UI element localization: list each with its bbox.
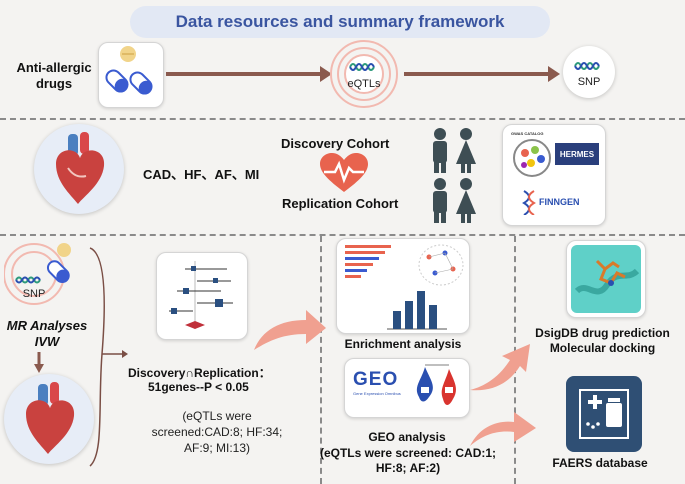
overlap-line-1: Discovery∩Replication： <box>128 366 271 380</box>
docking-card <box>566 240 646 318</box>
gwas-catalog-logo-label: GWAS CATALOG <box>511 131 544 136</box>
finngen-dna-icon <box>522 190 536 215</box>
snp-drug-node: SNP <box>3 240 80 306</box>
anti-allergic-drugs-label: Anti-allergic drugs <box>16 60 92 91</box>
heart-organ-icon <box>56 132 105 204</box>
eqtl-node: eQTLs <box>330 40 398 108</box>
dsigdb-line-1: DsigDB drug prediction <box>535 326 670 340</box>
target-rings-icon <box>330 40 398 108</box>
geo-logo-subtitle: Gene Expression Omnibus <box>353 391 401 396</box>
geo-analysis-note: (eQTLs were screened: CAD:1; HF:8; AF:2) <box>319 446 497 475</box>
enrichment-charts <box>345 244 464 330</box>
mr-analyses-label: MR Analyses IVW <box>2 318 92 350</box>
curved-arrow-to-enrichment <box>254 310 326 350</box>
heart-organ-node-2 <box>4 374 94 464</box>
heart-organ-node <box>34 124 124 214</box>
curved-arrow-to-faers <box>470 412 536 446</box>
hermes-logo: HERMES <box>555 143 599 165</box>
snp-label: SNP <box>577 76 601 88</box>
eqtl-screen-note: (eQTLs were screened:CAD:8; HF:34; AF:9;… <box>151 409 283 455</box>
mr-analyses-title: MR Analyses <box>6 318 88 333</box>
overlap-line-2: 51genes--P < 0.05 <box>148 380 249 394</box>
data-sources-card: GWAS CATALOG HERMES FINNGEN <box>502 124 606 226</box>
geo-analysis-title: GEO analysis <box>368 430 446 444</box>
column-divider-1 <box>320 236 322 484</box>
population-icon <box>433 128 476 223</box>
drug-card <box>98 42 164 108</box>
forest-plot-chart <box>169 261 233 329</box>
eqtl-label: eQTLs <box>347 78 381 90</box>
snp-drug-icon <box>3 243 71 305</box>
dsigdb-line-2: Molecular docking <box>549 341 656 355</box>
gwas-catalog-icon <box>513 139 551 177</box>
capsule-icon <box>105 46 153 95</box>
disease-list: CAD、HF、AF、MI <box>143 167 260 182</box>
geo-card: GEO Gene Expression Omnibus <box>344 358 470 418</box>
arrow-drug-to-eqtl <box>166 66 332 82</box>
row-divider-2 <box>0 234 685 236</box>
replication-cohort-label: Replication Cohort <box>282 196 399 211</box>
bracket-connector <box>89 247 128 467</box>
mr-method-label: IVW <box>34 334 60 349</box>
arrow-eqtl-to-snp <box>404 66 560 82</box>
dsigdb-label: DsigDB drug prediction Molecular docking <box>520 326 685 356</box>
finngen-logo: FINNGEN <box>539 197 580 207</box>
molecular-docking-icon <box>571 245 641 313</box>
snp-drug-label: SNP <box>22 288 46 300</box>
enrichment-analysis-label: Enrichment analysis <box>344 337 462 351</box>
enrichment-card <box>336 238 470 334</box>
heart-organ-icon-2 <box>26 382 75 454</box>
medicine-box-icon <box>579 389 629 439</box>
discovery-cohort-label: Discovery Cohort <box>281 136 390 151</box>
forest-plot-card <box>156 252 248 340</box>
heart-rate-icon <box>320 153 368 192</box>
geo-logo: GEO <box>353 369 399 390</box>
violin-plot-icon <box>416 364 456 405</box>
row-divider-1 <box>0 118 685 120</box>
faers-node <box>566 376 642 452</box>
dna-icon <box>574 62 600 70</box>
arrow-down-to-heart <box>34 352 44 373</box>
snp-node: SNP <box>563 46 615 98</box>
curved-arrow-to-dsigdb <box>470 344 530 391</box>
page-title: Data resources and summary framework <box>130 6 550 38</box>
faers-label: FAERS database <box>552 456 648 470</box>
